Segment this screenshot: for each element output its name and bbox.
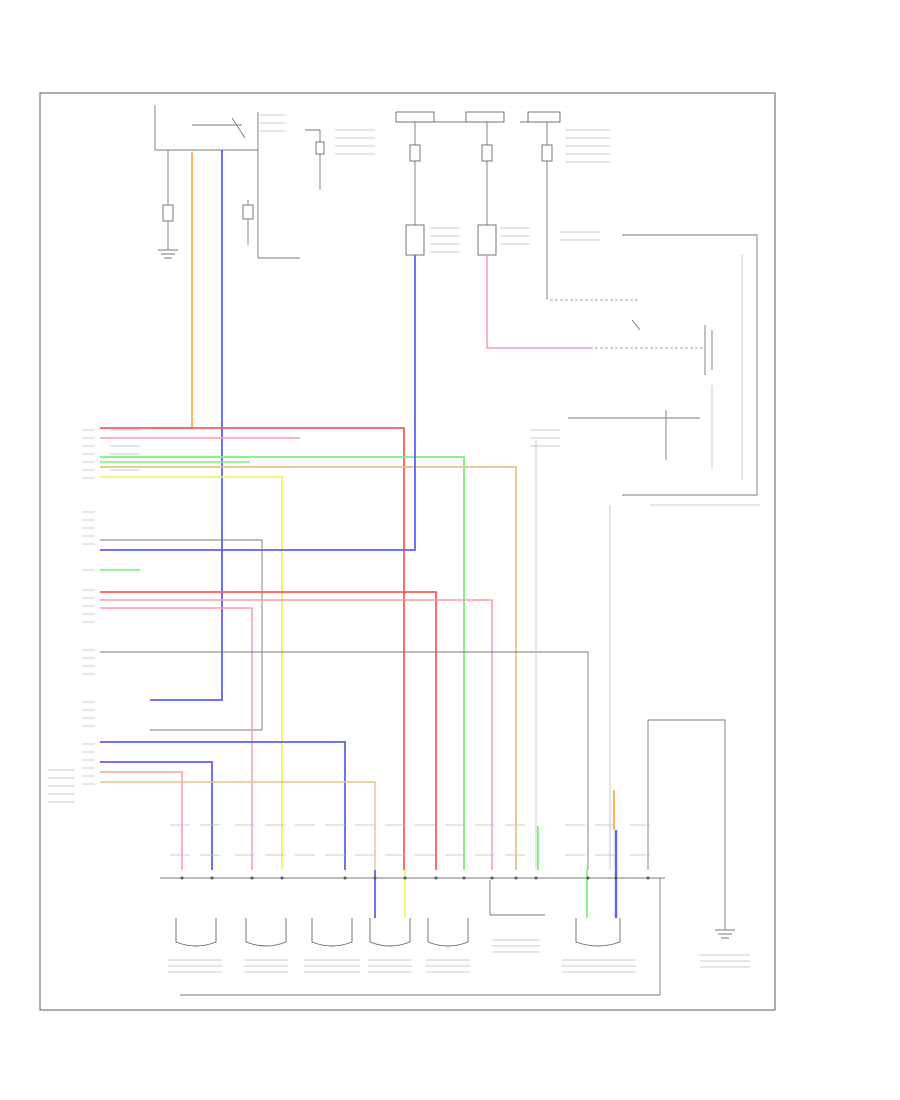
wire-blue-2	[100, 255, 416, 551]
wire-gray-2	[100, 651, 589, 870]
component-3	[311, 918, 353, 947]
wire-red-2	[100, 591, 437, 870]
component-4	[369, 918, 411, 947]
wire-yellow-1	[100, 476, 283, 870]
component-1	[175, 918, 217, 947]
wire-pink-3	[100, 599, 493, 870]
diagram-frame	[39, 92, 776, 1011]
top-left-switch-group	[154, 105, 375, 259]
wire-red-1	[100, 427, 405, 870]
wire-pink-5	[100, 771, 183, 870]
wire-blue-3	[100, 741, 346, 870]
wire-pink-4	[100, 607, 253, 870]
wire-pink-2	[486, 255, 590, 349]
component-6	[575, 918, 621, 947]
wire-tan-1	[100, 466, 517, 870]
wire-orange-1	[150, 152, 193, 429]
wire-blue-1	[150, 150, 223, 701]
wire-green-1	[100, 456, 465, 870]
right-module-box	[530, 234, 760, 506]
bottom-components	[168, 918, 750, 973]
component-2	[245, 918, 287, 947]
wire-blue-4	[100, 761, 213, 870]
top-fuse-group	[395, 111, 640, 301]
component-5	[427, 918, 469, 947]
left-connector-labels	[48, 429, 140, 803]
wire-bundle	[100, 150, 726, 930]
bottom-connector-bar	[160, 719, 725, 996]
wire-gray-1	[100, 539, 263, 731]
wire-tan-2	[100, 781, 376, 870]
